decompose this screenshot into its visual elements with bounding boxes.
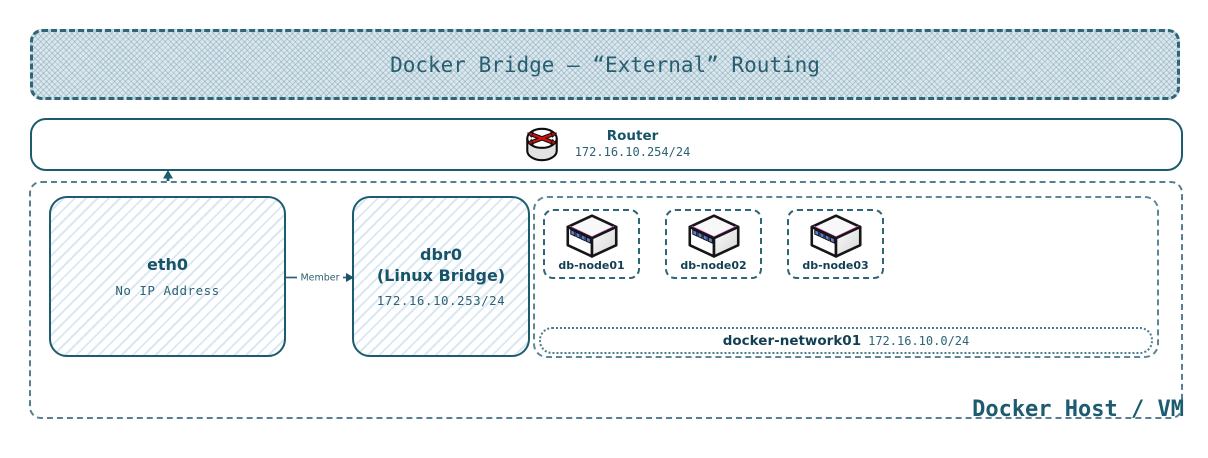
arrow-right-icon	[346, 273, 354, 282]
diagram-title: Docker Bridge – “External” Routing	[390, 52, 820, 77]
member-label: Member	[300, 273, 339, 284]
router-panel: Router 172.16.10.254/24	[30, 118, 1183, 171]
node-label: db-node03	[802, 259, 869, 272]
network-name: docker-network01	[722, 332, 862, 349]
node-label: db-node01	[558, 259, 625, 272]
node-card-db-node02: db-node02	[665, 209, 762, 279]
eth0-note: No IP Address	[115, 282, 220, 298]
router-text: Router 172.16.10.254/24	[574, 127, 691, 160]
docker-host-label: Docker Host / VM	[972, 397, 1184, 422]
server-icon	[565, 214, 619, 259]
router-label: Router	[606, 127, 659, 144]
eth0-label: eth0	[146, 255, 189, 275]
docker-network-band: docker-network01 172.16.10.0/24	[539, 327, 1153, 354]
node-card-db-node03: db-node03	[787, 209, 884, 279]
dbr0-ip: 172.16.10.253/24	[376, 293, 506, 309]
server-icon	[809, 214, 863, 259]
member-connector: Member	[286, 273, 354, 284]
node-label: db-node02	[680, 259, 747, 272]
server-icon	[687, 214, 741, 259]
network-subnet: 172.16.10.0/24	[868, 333, 970, 348]
dbr0-subtitle: (Linux Bridge)	[376, 265, 506, 285]
router-icon	[523, 125, 561, 165]
dbr0-label: dbr0	[420, 244, 462, 264]
dbr0-box: dbr0 (Linux Bridge) 172.16.10.253/24	[352, 196, 530, 357]
node-card-db-node01: db-node01	[543, 209, 640, 279]
eth0-box: eth0 No IP Address	[49, 196, 286, 357]
title-banner: Docker Bridge – “External” Routing	[30, 29, 1180, 100]
router-ip: 172.16.10.254/24	[574, 145, 691, 160]
